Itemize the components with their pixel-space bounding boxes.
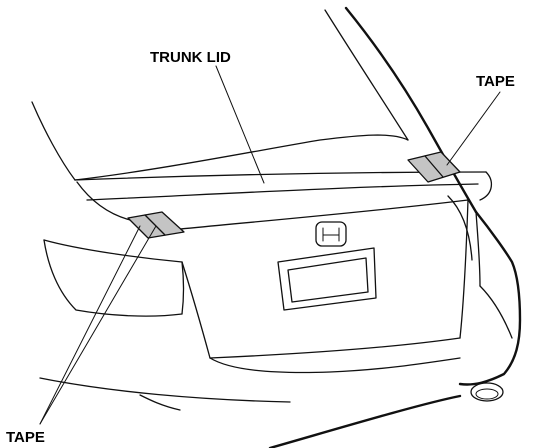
leader-lines [39,65,501,425]
exhaust-pipe [470,382,504,402]
right-tail-light [447,195,481,287]
rear-bumper [39,210,522,448]
right-tape [407,151,461,183]
left-tail-light [43,239,185,317]
trunk-lid-label: TRUNK LID [150,49,231,66]
license-plate-recess [277,247,377,311]
tape-label-right: TAPE [476,73,515,90]
honda-emblem-icon [315,221,347,247]
trunk-panel [149,199,469,359]
tape-label-left: TAPE [6,429,45,446]
left-tape [127,211,185,239]
rear-window-lines [31,6,478,214]
